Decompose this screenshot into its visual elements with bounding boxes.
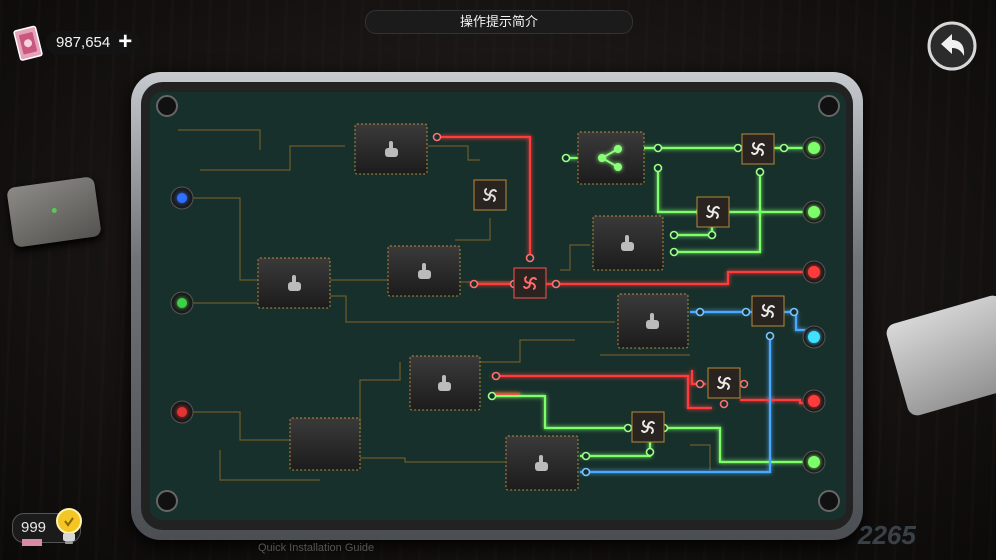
hint-count: 999 [21,519,47,536]
blue-input [170,186,194,210]
swirl-icon [761,304,775,318]
currency-pill: 987,654 + [46,28,141,55]
watermark-text: 2265 [858,520,916,550]
hand-pointer-icon [438,375,451,391]
green-input [170,291,194,315]
mixer-chip[interactable] [741,133,775,165]
input-leds [170,186,194,424]
hand-pointer-icon [535,455,548,471]
mixer-chip[interactable] [513,267,547,299]
swirl-icon [641,420,655,434]
splitter-chip[interactable] [577,131,645,185]
hand-pointer-icon [646,313,659,329]
mixer-chip[interactable] [473,179,507,211]
processor-chip[interactable] [387,245,461,297]
banknote-icon [13,25,43,61]
green-output-3 [802,450,826,474]
manual-label: Quick Installation Guide [258,542,375,554]
red-output-1 [802,260,826,284]
hint-card-icon [22,539,42,546]
output-leds [802,136,826,474]
green-output-1 [802,136,826,160]
hand-pointer-icon [385,141,398,157]
mixer-chip[interactable] [696,196,730,228]
processor-chip[interactable] [257,257,331,309]
processor-chip[interactable] [505,435,579,491]
hand-pointer-icon [288,275,301,291]
green-output-2 [802,200,826,224]
instructions-title[interactable]: 操作提示简介 [365,10,633,34]
swirl-icon [751,142,765,156]
processor-chip[interactable] [617,293,689,349]
processor-chip[interactable] [409,355,481,411]
currency-amount: 987,654 [56,34,111,51]
swirl-icon [717,376,731,390]
hand-pointer-icon [621,235,634,251]
currency-display: 987,654 + [13,25,141,61]
hand-pointer-icon [418,263,431,279]
board-screws [156,95,840,512]
processor-chip[interactable] [354,123,428,175]
add-currency-button[interactable]: + [118,28,133,55]
mixer-chip[interactable] [631,411,665,443]
processor-chip[interactable] [289,417,361,471]
swirl-icon [483,188,497,202]
back-arrow-icon [941,34,965,56]
mixer-chip[interactable] [707,367,741,399]
swirl-icon [706,205,720,219]
back-button[interactable] [926,20,978,72]
processor-chip[interactable] [592,215,664,271]
swirl-icon [523,276,537,290]
red-input [170,400,194,424]
lightbulb-icon[interactable] [53,506,85,548]
red-output-2 [802,389,826,413]
mixer-chip[interactable] [751,295,785,327]
processor-chips [257,123,689,491]
mixer-chips [473,133,785,443]
cyan-output [802,325,826,349]
wire-nodes [432,132,799,477]
share-icon [598,145,622,171]
